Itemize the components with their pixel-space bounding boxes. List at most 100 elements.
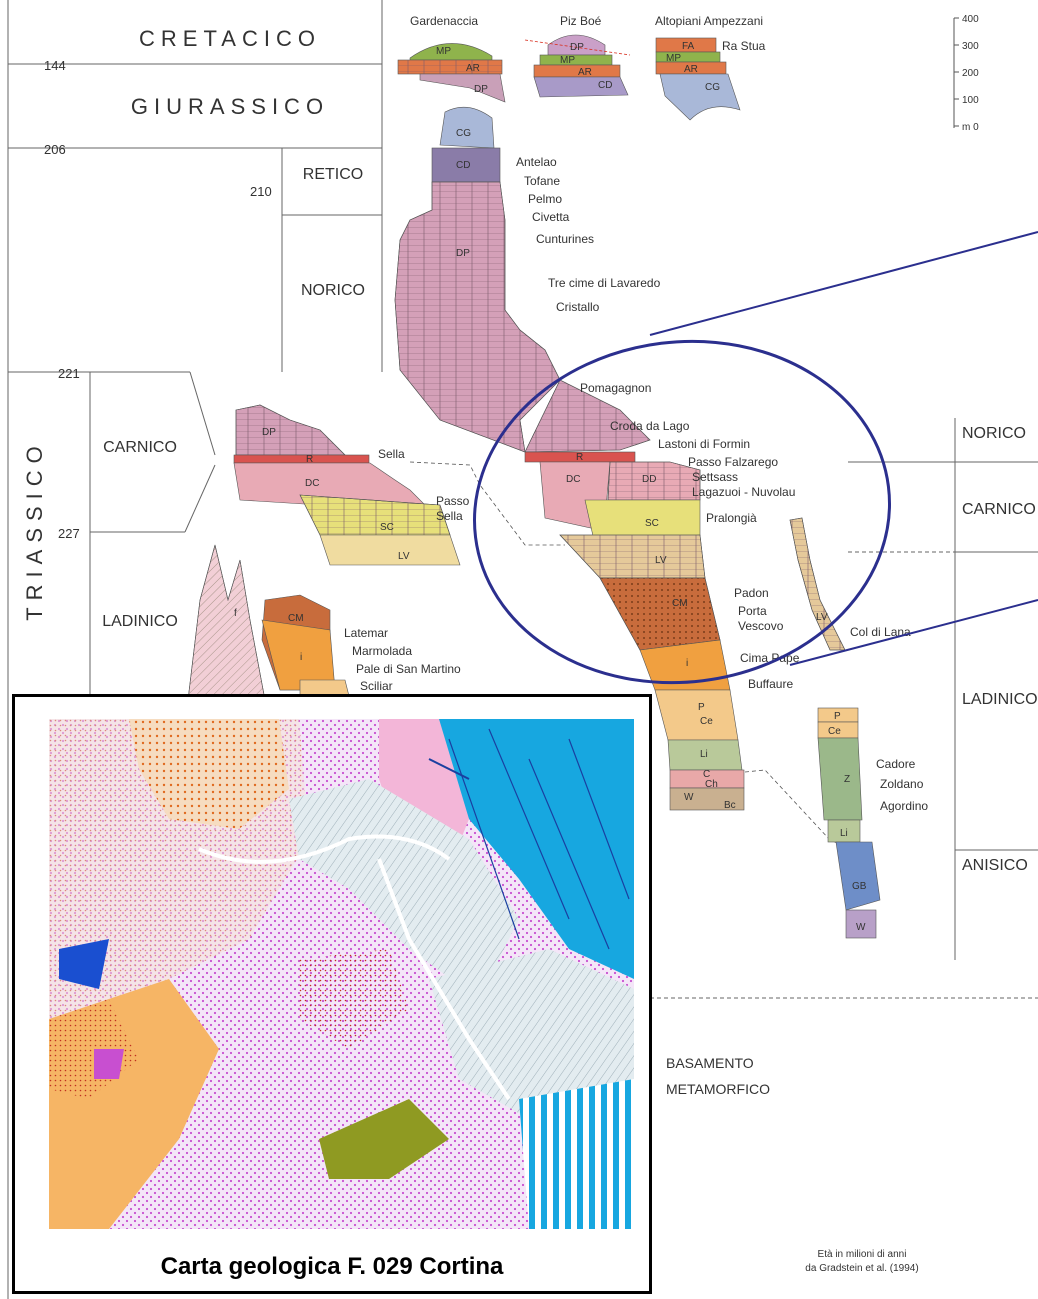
unit-dp-2: DP <box>570 42 584 53</box>
geologic-map-inset: Carta geologica F. 029 Cortina <box>12 694 652 1294</box>
unit-mp-3: MP <box>666 53 681 64</box>
unit-dp-4: DP <box>262 427 276 438</box>
period-norico: NORICO <box>301 282 365 299</box>
site-cunturines: Cunturines <box>536 232 594 246</box>
age-206: 206 <box>44 142 66 157</box>
site-zoldano: Zoldano <box>880 777 924 791</box>
site-buffaure: Buffaure <box>748 677 793 691</box>
period-carnico: CARNICO <box>103 439 177 456</box>
scale-200: 200 <box>962 68 979 79</box>
scale-300: 300 <box>962 41 979 52</box>
age-221: 221 <box>58 366 80 381</box>
unit-dp-1: DP <box>474 84 488 95</box>
site-sella: Sella <box>378 447 405 461</box>
period-ladinico: LADINICO <box>102 613 178 630</box>
unit-dc-1: DC <box>566 474 580 485</box>
site-tofane: Tofane <box>524 174 560 188</box>
thickness-scale <box>954 18 959 128</box>
unit-w-2: W <box>856 922 866 933</box>
unit-fa: FA <box>682 41 695 52</box>
unit-ch: Ch <box>705 779 718 790</box>
age-144: 144 <box>44 58 66 73</box>
site-lastoni: Lastoni di Formin <box>658 437 750 451</box>
site-lagazuoi: Lagazuoi - Nuvolau <box>692 485 795 499</box>
source-line-1: Età in milioni di anni <box>818 1249 907 1260</box>
site-settsass: Settsass <box>692 470 738 484</box>
unit-cd-2: CD <box>456 160 470 171</box>
scale-400: 400 <box>962 14 979 25</box>
unit-gb: GB <box>852 881 867 892</box>
site-pralongia: Pralongià <box>706 511 757 525</box>
unit-z: Z <box>844 774 850 785</box>
unit-ar-3: AR <box>684 64 698 75</box>
unit-cm-2: CM <box>288 613 304 624</box>
basamento: BASAMENTO <box>666 1055 754 1071</box>
site-pomagagnon: Pomagagnon <box>580 381 651 395</box>
unit-ar-1: AR <box>466 63 480 74</box>
site-cadore: Cadore <box>876 757 916 771</box>
site-altopiani: Altopiani Ampezzani <box>655 14 763 28</box>
unit-sc-1: SC <box>645 518 659 529</box>
unit-cd-1: CD <box>598 80 612 91</box>
unit-p-1: P <box>698 702 705 713</box>
col-di-lana-column <box>790 518 845 650</box>
scale-0: m 0 <box>962 122 979 133</box>
site-civetta: Civetta <box>532 210 570 224</box>
site-sella-2: Sella <box>436 509 463 523</box>
unit-cm-1: CM <box>672 598 688 609</box>
connector-line-top <box>650 232 1038 335</box>
unit-cg-2: CG <box>456 128 471 139</box>
site-ra-stua: Ra Stua <box>722 39 766 53</box>
unit-lv-1: LV <box>655 555 667 566</box>
unit-w-1: W <box>684 792 694 803</box>
unit-i-1: i <box>686 658 688 669</box>
site-latemar: Latemar <box>344 626 388 640</box>
unit-r-2: R <box>306 454 313 465</box>
geologic-map <box>49 719 634 1229</box>
site-falzarego: Passo Falzarego <box>688 455 778 469</box>
unit-sc-2: SC <box>380 522 394 533</box>
unit-dc-2: DC <box>305 478 319 489</box>
unit-ce-1: Ce <box>700 716 713 727</box>
site-piz-boe: Piz Boé <box>560 14 602 28</box>
age-210: 210 <box>250 184 272 199</box>
site-antelao: Antelao <box>516 155 557 169</box>
unit-mp-1: MP <box>436 46 451 57</box>
unit-ce-2: Ce <box>828 726 841 737</box>
period-ladinico-right: LADINICO <box>962 691 1038 708</box>
west-site-list: Latemar Marmolada Pale di San Martino Sc… <box>344 626 461 693</box>
unit-f: f <box>234 608 237 619</box>
scale-100: 100 <box>962 95 979 106</box>
unit-mp-2: MP <box>560 55 575 66</box>
site-pale: Pale di San Martino <box>356 662 461 676</box>
site-agordino: Agordino <box>880 799 928 813</box>
unit-dp-3: DP <box>456 248 470 259</box>
site-gardenaccia: Gardenaccia <box>410 14 478 28</box>
site-tre-cime: Tre cime di Lavaredo <box>548 276 661 290</box>
unit-r-1: R <box>576 452 583 463</box>
period-cretacico: CRETACICO <box>139 26 321 51</box>
unit-cg-1: CG <box>705 82 720 93</box>
unit-lv-2: LV <box>398 551 410 562</box>
site-passo: Passo <box>436 494 470 508</box>
site-pelmo: Pelmo <box>528 192 562 206</box>
site-marmolada: Marmolada <box>352 644 412 658</box>
period-norico-right: NORICO <box>962 425 1026 442</box>
site-sciliar: Sciliar <box>360 679 393 693</box>
metamorfico: METAMORFICO <box>666 1081 770 1097</box>
site-porta: Porta <box>738 604 767 618</box>
unit-li-2: Li <box>840 828 848 839</box>
period-anisico-right: ANISICO <box>962 857 1028 874</box>
unit-bc: Bc <box>724 800 736 811</box>
latemar-column <box>188 545 350 700</box>
site-vescovo: Vescovo <box>738 619 784 633</box>
unit-dd: DD <box>642 474 656 485</box>
unit-p-2: P <box>834 711 841 722</box>
age-227: 227 <box>58 526 80 541</box>
site-croda: Croda da Lago <box>610 419 690 433</box>
map-caption: Carta geologica F. 029 Cortina <box>15 1253 649 1281</box>
period-giurassico: GIURASSICO <box>131 94 329 119</box>
site-col-lana: Col di Lana <box>850 625 911 639</box>
unit-lv-3: LV <box>816 612 828 623</box>
unit-i-2: i <box>300 652 302 663</box>
